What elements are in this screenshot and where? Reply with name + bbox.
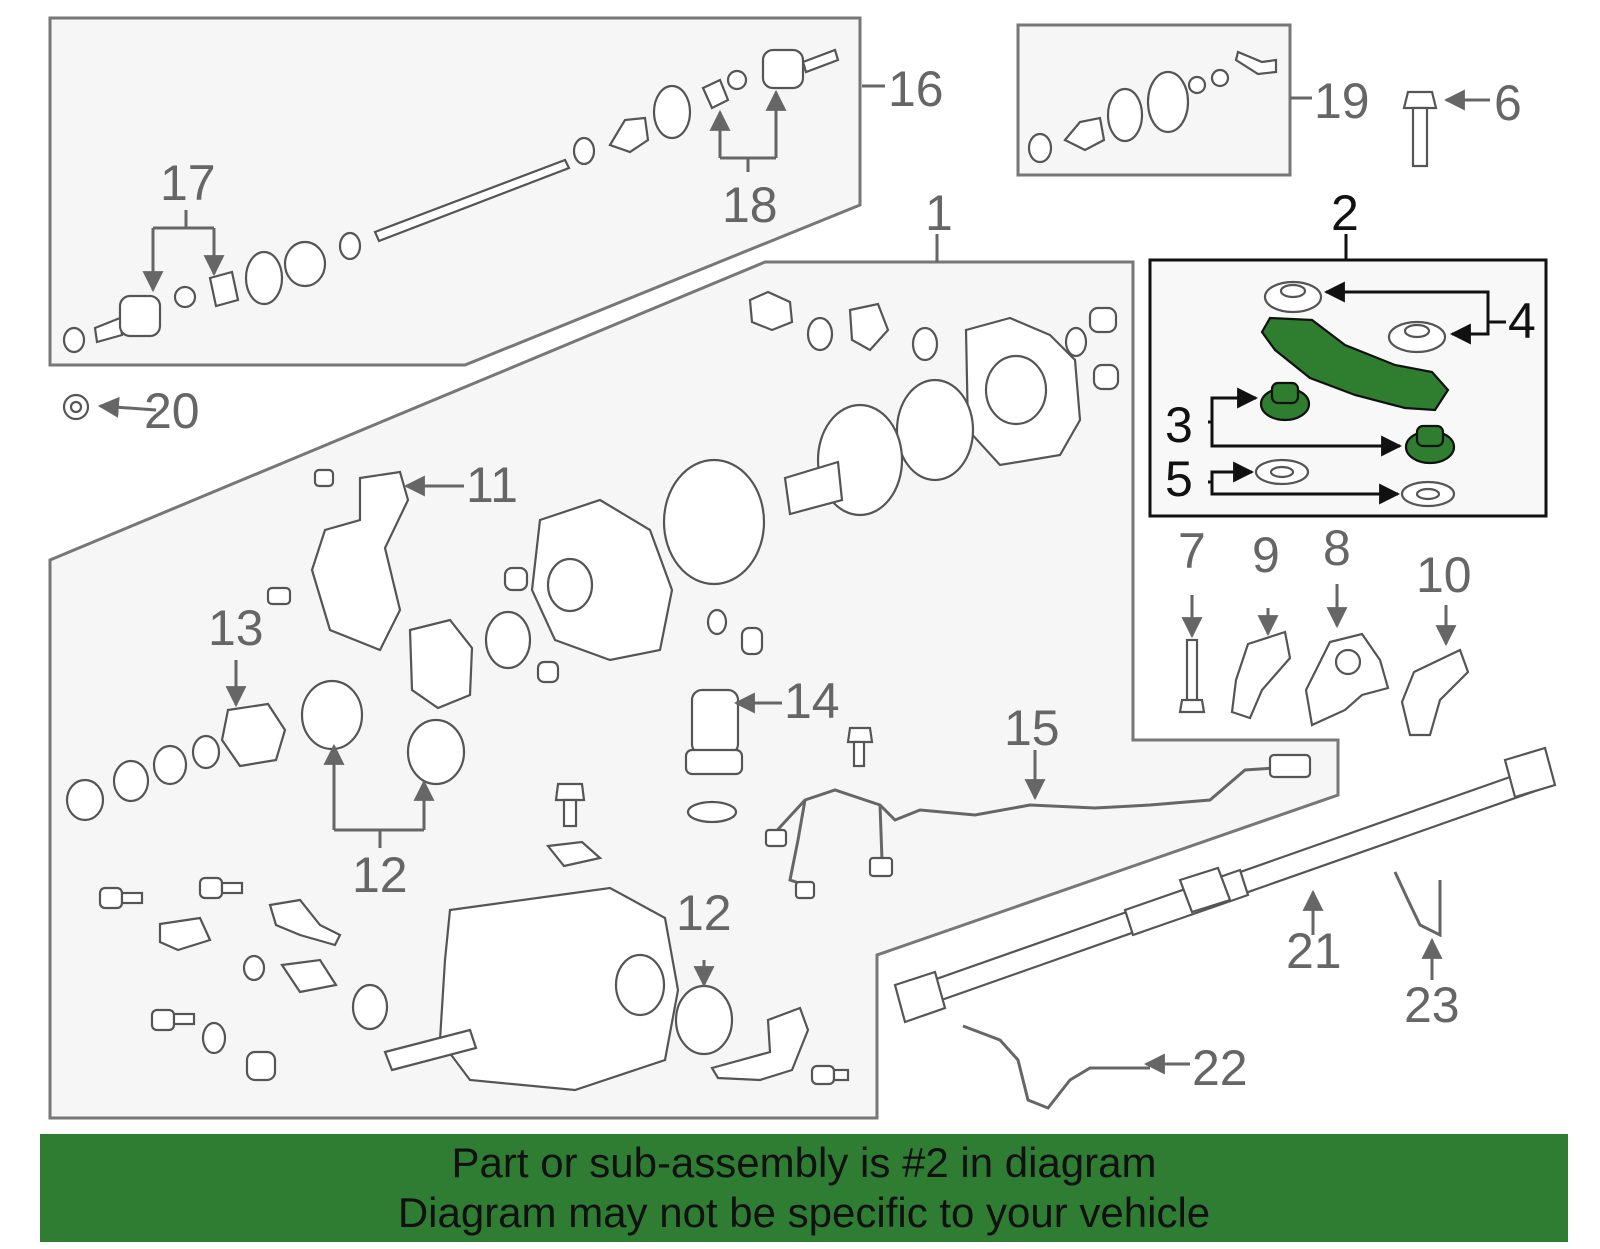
bolt-6	[1402, 90, 1438, 168]
drive-shaft-parts-16	[62, 48, 840, 354]
callout-15: 15	[1004, 700, 1060, 756]
callout-12-lower: 12	[676, 885, 732, 941]
callout-22: 22	[1192, 1040, 1248, 1096]
callout-17: 17	[160, 155, 216, 211]
mount-brackets	[1178, 630, 1470, 737]
callout-2: 2	[1331, 185, 1359, 241]
callout-12-upper: 12	[352, 847, 408, 903]
callout-6: 6	[1494, 75, 1522, 131]
callout-14: 14	[784, 673, 840, 729]
differential-parts-1	[65, 290, 1312, 1092]
drive-shaft-parts-19	[1027, 50, 1278, 164]
leader-lines	[97, 84, 1506, 1075]
callout-11: 11	[466, 457, 518, 513]
mount-kit-2	[1254, 280, 1456, 508]
nut-20	[62, 393, 90, 421]
banner-line-1: Part or sub-assembly is #2 in diagram	[451, 1139, 1157, 1186]
callout-9: 9	[1252, 527, 1280, 583]
callout-20: 20	[144, 383, 200, 439]
hose-22	[962, 1024, 1150, 1110]
callout-1: 1	[925, 185, 953, 241]
mount-arm-highlighted	[1260, 316, 1450, 412]
callout-21: 21	[1286, 923, 1342, 979]
info-banner: Part or sub-assembly is #2 in diagram Di…	[40, 1134, 1568, 1242]
callout-7: 7	[1178, 523, 1206, 579]
callout-8: 8	[1323, 520, 1351, 576]
callout-19: 19	[1314, 73, 1370, 129]
callout-4: 4	[1508, 293, 1536, 349]
callout-5: 5	[1165, 451, 1193, 507]
callout-23: 23	[1404, 977, 1460, 1033]
propeller-shaft-21	[893, 746, 1557, 1024]
callout-13: 13	[208, 600, 264, 656]
callout-16: 16	[888, 61, 944, 117]
callout-3: 3	[1165, 397, 1193, 453]
bracket-23	[1393, 871, 1442, 938]
callout-10: 10	[1416, 547, 1472, 603]
callout-18: 18	[722, 177, 778, 233]
banner-line-2: Diagram may not be specific to your vehi…	[397, 1189, 1211, 1236]
